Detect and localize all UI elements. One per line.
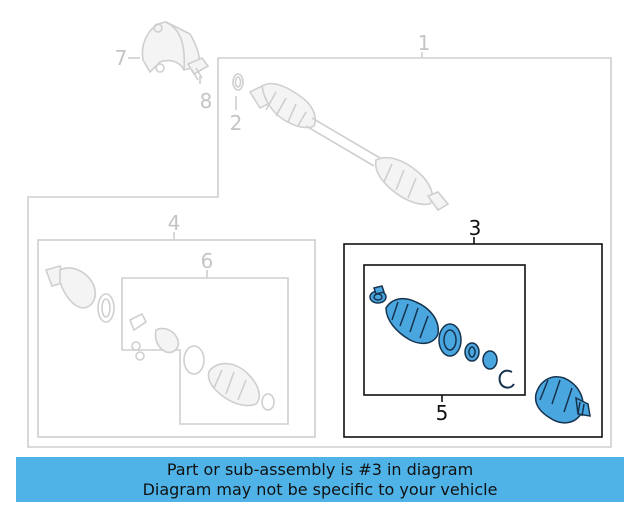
retaining-clip-illustration (498, 369, 515, 389)
callout-7: 7 (115, 46, 128, 70)
callout-8: 8 (200, 89, 213, 113)
cv-boot-illustration (385, 297, 439, 345)
inner-joint-4-illustration (44, 265, 275, 411)
assembly-1-frame (27, 57, 612, 448)
axle-shaft-1-illustration (248, 82, 450, 212)
banner-line-part-info: Part or sub-assembly is #3 in diagram (166, 460, 474, 479)
callout-4: 4 (168, 211, 181, 235)
exploded-parts-diagram: 1 2 3 4 5 6 7 8 (27, 21, 612, 448)
callout-5: 5 (436, 401, 449, 425)
assembly-6-frame (121, 277, 289, 425)
snap-ring-2-illustration (232, 73, 244, 91)
spacer-ring-illustration (464, 342, 480, 362)
large-clamp-illustration (438, 323, 462, 357)
bolt-8-illustration (186, 57, 210, 81)
small-clamp-illustration (369, 285, 387, 304)
callout-3: 3 (469, 216, 482, 240)
callout-1: 1 (418, 31, 431, 55)
callout-6: 6 (201, 249, 214, 273)
info-banner: Part or sub-assembly is #3 in diagram Di… (16, 457, 624, 502)
bearing-race-illustration (482, 350, 498, 370)
outer-cv-joint-illustration (534, 376, 591, 424)
assembly-4-frame (37, 239, 316, 438)
banner-line-disclaimer: Diagram may not be specific to your vehi… (142, 480, 498, 499)
assembly-3-frame (343, 243, 603, 438)
callout-2: 2 (230, 111, 243, 135)
assembly-5-frame (363, 264, 526, 396)
bracket-7-illustration (141, 21, 201, 74)
